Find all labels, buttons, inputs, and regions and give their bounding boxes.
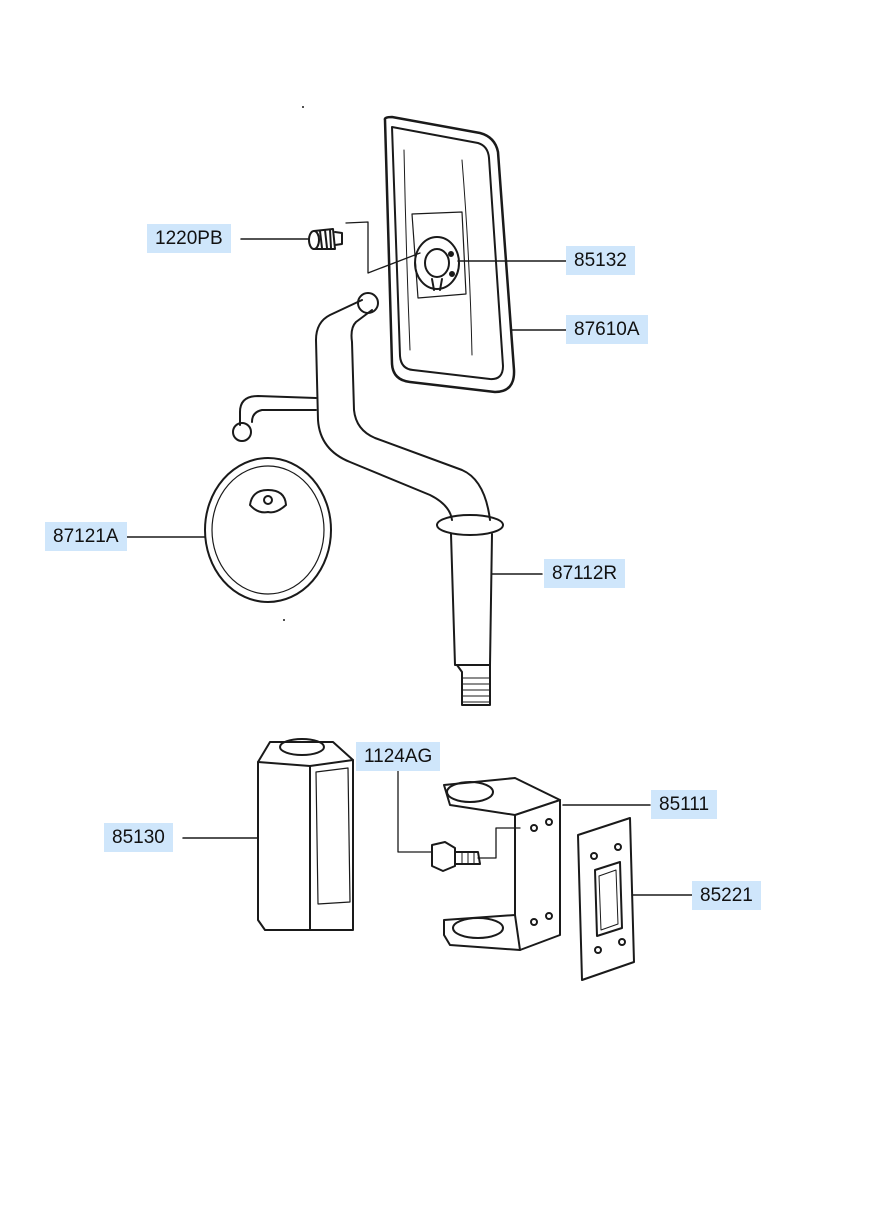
callout-1220PB[interactable]: 1220PB [147, 224, 231, 253]
callout-85130[interactable]: 85130 [104, 823, 173, 852]
callout-85111[interactable]: 85111 [651, 790, 718, 819]
mounting-bracket-drawing [443, 777, 561, 951]
square-sleeve-drawing [257, 738, 354, 931]
callout-85221[interactable]: 85221 [692, 881, 761, 910]
bolt-drawing [397, 769, 521, 872]
scan-speck [302, 106, 304, 108]
mirror-stay-arm-drawing [232, 292, 504, 706]
callout-85132[interactable]: 85132 [566, 246, 635, 275]
callout-87610A[interactable]: 87610A [566, 315, 648, 344]
round-mirror-drawing [204, 457, 332, 603]
callout-1124AG[interactable]: 1124AG [356, 742, 441, 771]
mirror-head-drawing [383, 115, 516, 394]
callout-87112R[interactable]: 87112R [544, 559, 626, 588]
screw-drawing [308, 221, 421, 274]
scan-speck [283, 619, 285, 621]
gasket-plate-drawing [577, 817, 635, 981]
leader-lines [123, 238, 693, 896]
callout-87121A[interactable]: 87121A [45, 522, 127, 551]
